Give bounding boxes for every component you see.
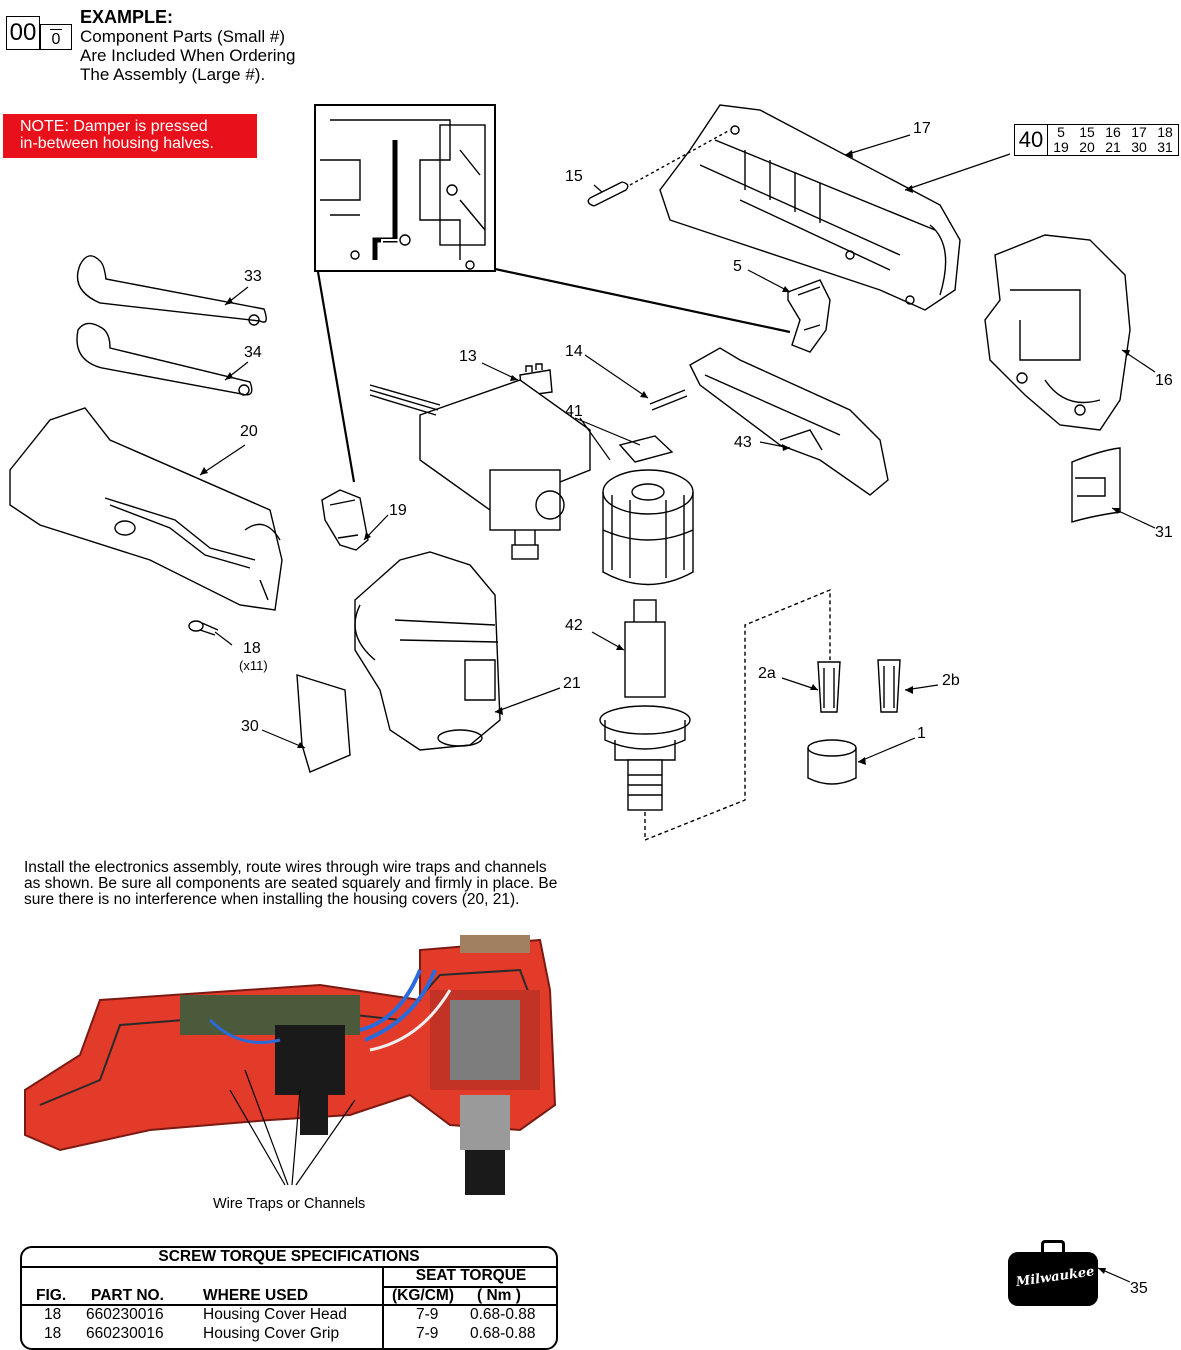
- table-row-2-kgcm: 7-9: [416, 1325, 439, 1342]
- callout-5: 5: [733, 258, 742, 275]
- table-row-1-where: Housing Cover Head: [203, 1306, 347, 1323]
- example-assembly-number: 00: [6, 16, 40, 50]
- part-21-motor-housing: [354, 551, 501, 751]
- damper-detail-inset: [314, 104, 791, 483]
- callout-42: 42: [565, 617, 583, 634]
- screw-torque-table: SCREW TORQUE SPECIFICATIONS SEAT TORQUE …: [20, 1246, 558, 1350]
- assembly-instructions: Install the electronics assembly, route …: [24, 859, 558, 908]
- part-30-label: [296, 674, 351, 773]
- part-16-gearcase: [984, 234, 1131, 431]
- callout-31: 31: [1155, 524, 1173, 541]
- callout-21: 21: [563, 675, 581, 692]
- callout-43: 43: [734, 434, 752, 451]
- table-row-2-where: Housing Cover Grip: [203, 1325, 340, 1342]
- part-1-collet-nut: [807, 739, 857, 785]
- col-header-part-no: PART NO.: [91, 1287, 164, 1304]
- callout-33: 33: [244, 268, 262, 285]
- part-34-wrench: [76, 322, 253, 396]
- table-row-1-kgcm: 7-9: [416, 1306, 439, 1323]
- part-2a-collet: [817, 661, 841, 713]
- callout-17: 17: [913, 120, 931, 137]
- callout-30: 30: [241, 718, 259, 735]
- col-header-fig: FIG.: [36, 1287, 67, 1304]
- part-31-label: [1071, 447, 1121, 523]
- example-component-number: 0: [40, 24, 72, 50]
- callout-41: 41: [565, 403, 583, 420]
- wire-traps-label: Wire Traps or Channels: [213, 1196, 366, 1212]
- col-header-kgcm: (KG/CM): [392, 1287, 454, 1304]
- col-header-where-used: WHERE USED: [203, 1287, 309, 1304]
- part-14-pin: [649, 389, 688, 411]
- table-row-1-nm: 0.68-0.88: [470, 1306, 536, 1323]
- table-row-2-nm: 0.68-0.88: [470, 1325, 536, 1342]
- part-20-grip-cover: [9, 407, 283, 611]
- callout-19: 19: [389, 502, 407, 519]
- callout-2b: 2b: [942, 672, 960, 689]
- part-41-stator: [602, 435, 694, 586]
- part-5-damper: [787, 279, 831, 353]
- callout-15: 15: [565, 168, 583, 185]
- table-row-2-fig: 18: [44, 1325, 62, 1342]
- callout-13: 13: [459, 348, 477, 365]
- col-header-nm: ( Nm ): [477, 1287, 521, 1304]
- assembly-path-line: [644, 588, 831, 842]
- wire-routing-photo: [20, 930, 560, 1200]
- part-18-screw: [188, 620, 219, 636]
- example-legend-text: EXAMPLE: Component Parts (Small #) Are I…: [80, 7, 296, 85]
- table-row-2-part: 660230016: [86, 1325, 164, 1342]
- part-15-pin: [587, 129, 731, 207]
- part-2b-collet: [877, 659, 901, 713]
- kit-number: 40: [1015, 125, 1048, 155]
- callout-1: 1: [917, 725, 926, 742]
- table-row-1-fig: 18: [44, 1306, 62, 1323]
- seat-torque-header: SEAT TORQUE: [382, 1266, 556, 1288]
- part-35-carrying-case: Milwaukee: [1008, 1240, 1098, 1306]
- part-33-wrench: [76, 255, 267, 326]
- callout-18: 18: [243, 640, 261, 657]
- callout-18-qty: (x11): [239, 658, 268, 673]
- callout-34: 34: [244, 344, 262, 361]
- table-row-1-part: 660230016: [86, 1306, 164, 1323]
- callout-35: 35: [1130, 1280, 1148, 1297]
- part-17-head-housing: [659, 104, 961, 311]
- callout-14: 14: [565, 343, 583, 360]
- part-19-damper: [321, 489, 369, 551]
- callout-2a: 2a: [758, 665, 776, 682]
- callout-20: 20: [240, 423, 258, 440]
- electronics-assembly: [369, 379, 591, 560]
- part-43-switch-lever: [689, 347, 889, 496]
- part-42-armature: [599, 599, 691, 811]
- callout-16: 16: [1155, 372, 1173, 389]
- torque-table-title: SCREW TORQUE SPECIFICATIONS: [22, 1248, 556, 1268]
